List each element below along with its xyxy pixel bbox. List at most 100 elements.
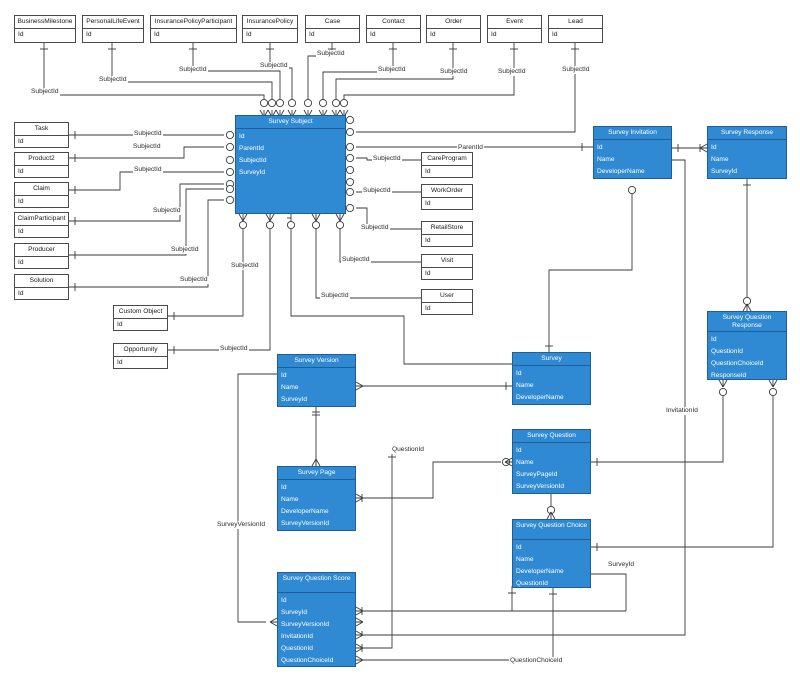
entity-event[interactable]: Event Id [487,15,542,43]
entity-solution[interactable]: Solution Id [14,274,69,300]
entity-title: Case [306,16,359,29]
entity-title: Survey Question Choice [513,520,590,540]
relationship-line [356,461,501,499]
entity-field: Id [18,290,24,297]
relationship-line [356,43,576,133]
entity-producer[interactable]: Producer Id [14,243,69,269]
entity-survey-invitation[interactable]: Survey Invitation Id Name DeveloperName [593,126,672,179]
entity-task[interactable]: Task Id [14,122,69,148]
entity-field: Id [154,31,160,38]
relationship-label: SurveyId [607,561,636,569]
entity-field: Id [18,228,24,235]
optional-marker [259,98,269,108]
entity-survey[interactable]: Survey Id Name DeveloperName [512,352,591,405]
many-marker [238,213,248,222]
entity-field: Id [18,31,24,38]
entity-title: PersonalLifeEvent [83,16,143,29]
entity-title: Claim [15,183,68,196]
entity-opportunity[interactable]: Opportunity Id [113,343,168,369]
entity-field: Id [117,321,123,328]
entity-field: Id [239,133,245,140]
entity-insurance-policy-participant[interactable]: InsurancePolicyParticipant Id [150,15,237,43]
entity-field: QuestionChoiceId [711,360,764,367]
entity-claim[interactable]: Claim Id [14,182,69,208]
relationship-label: SubjectId [362,187,392,195]
entity-field: Id [18,168,24,175]
entity-custom-object[interactable]: Custom Object Id [113,305,168,331]
relationship-label: SubjectId [377,66,407,74]
entity-title: Survey Question Response [708,312,786,332]
optional-marker [335,220,345,230]
entity-care-program[interactable]: CareProgram Id [421,152,473,178]
entity-field: Id [281,597,287,604]
entity-title: Survey Page [278,467,355,480]
entity-personal-life-event[interactable]: PersonalLifeEvent Id [82,15,144,43]
entity-field: SurveyId [239,169,266,176]
entity-survey-subject[interactable]: Survey Subject Id ParentId SubjectId Sur… [235,115,346,214]
entity-retail-store[interactable]: RetailStore Id [421,221,473,247]
relationship-label: SubjectId [178,66,208,74]
optional-marker [345,127,355,137]
entity-work-order[interactable]: WorkOrder Id [421,184,473,210]
relationship-line [290,214,512,365]
entity-user[interactable]: User Id [421,289,473,315]
relationship-label: SubjectId [320,292,350,300]
many-marker [269,617,278,627]
relationship-line [69,199,224,288]
entity-title: Producer [15,244,68,257]
relationship-label: SubjectId [219,345,249,353]
entity-field: Name [711,156,729,163]
entity-survey-version[interactable]: Survey Version Id Name SurveyId [277,354,356,407]
entity-field: Id [597,144,603,151]
entity-order[interactable]: Order Id [426,15,481,43]
relationship-label: SubjectId [30,88,60,96]
entity-survey-question-choice[interactable]: Survey Question Choice Id Name Developer… [512,519,591,588]
entity-contact[interactable]: Contact Id [366,15,421,43]
entity-field: SurveyId [281,396,308,403]
optional-marker [225,130,235,140]
entity-visit[interactable]: Visit Id [421,254,473,280]
entity-survey-question-response[interactable]: Survey Question Response Id QuestionId Q… [707,311,787,380]
entity-field: Name [516,382,534,389]
entity-product2[interactable]: Product2 Id [14,152,69,178]
relationship-line [339,225,421,263]
entity-field: Id [246,31,252,38]
entity-survey-question[interactable]: Survey Question Id Name SurveyPageId Sur… [512,429,591,494]
entity-survey-response[interactable]: Survey Response Id Name SurveyId [707,126,787,179]
relationship-line [315,225,421,299]
relationship-line [69,183,224,222]
entity-lead[interactable]: Lead Id [548,15,603,43]
entity-field: Id [281,372,287,379]
optional-marker [345,165,355,175]
entity-title: BusinessMilestone [15,16,75,29]
entity-title: Survey Question [513,430,590,443]
relationship-label: SubjectId [341,256,371,264]
relationship-label: QuestionChoiceId [509,657,564,665]
entity-field: SurveyVersionId [281,621,330,628]
relationship-line [69,188,224,256]
entity-title: Order [427,16,480,29]
entity-field: DeveloperName [516,394,564,401]
optional-marker [225,184,235,194]
entity-title: User [422,290,472,303]
entity-case[interactable]: Case Id [305,15,360,43]
entity-field: Name [597,156,615,163]
entity-field: Id [281,484,287,491]
entity-insurance-policy[interactable]: InsurancePolicy Id [242,15,298,43]
entity-field: SurveyVersionId [516,483,565,490]
entity-field: Id [516,544,522,551]
entity-business-milestone[interactable]: BusinessMilestone Id [14,15,76,43]
entity-claim-participant[interactable]: ClaimParticipant Id [14,212,69,238]
entity-field: SurveyId [711,168,738,175]
many-marker [335,213,345,222]
relationship-label: QuestionId [391,446,425,454]
entity-field: DeveloperName [516,568,564,575]
relationship-line [322,43,394,103]
relationship-label: SurveyVersionId [216,521,267,529]
entity-survey-question-score[interactable]: Survey Question Score Id SurveyId Survey… [277,572,356,667]
relationship-line [356,451,393,649]
many-marker [768,379,778,388]
optional-marker [225,155,235,165]
many-marker [355,655,364,665]
entity-survey-page[interactable]: Survey Page Id Name DeveloperName Survey… [277,466,356,531]
